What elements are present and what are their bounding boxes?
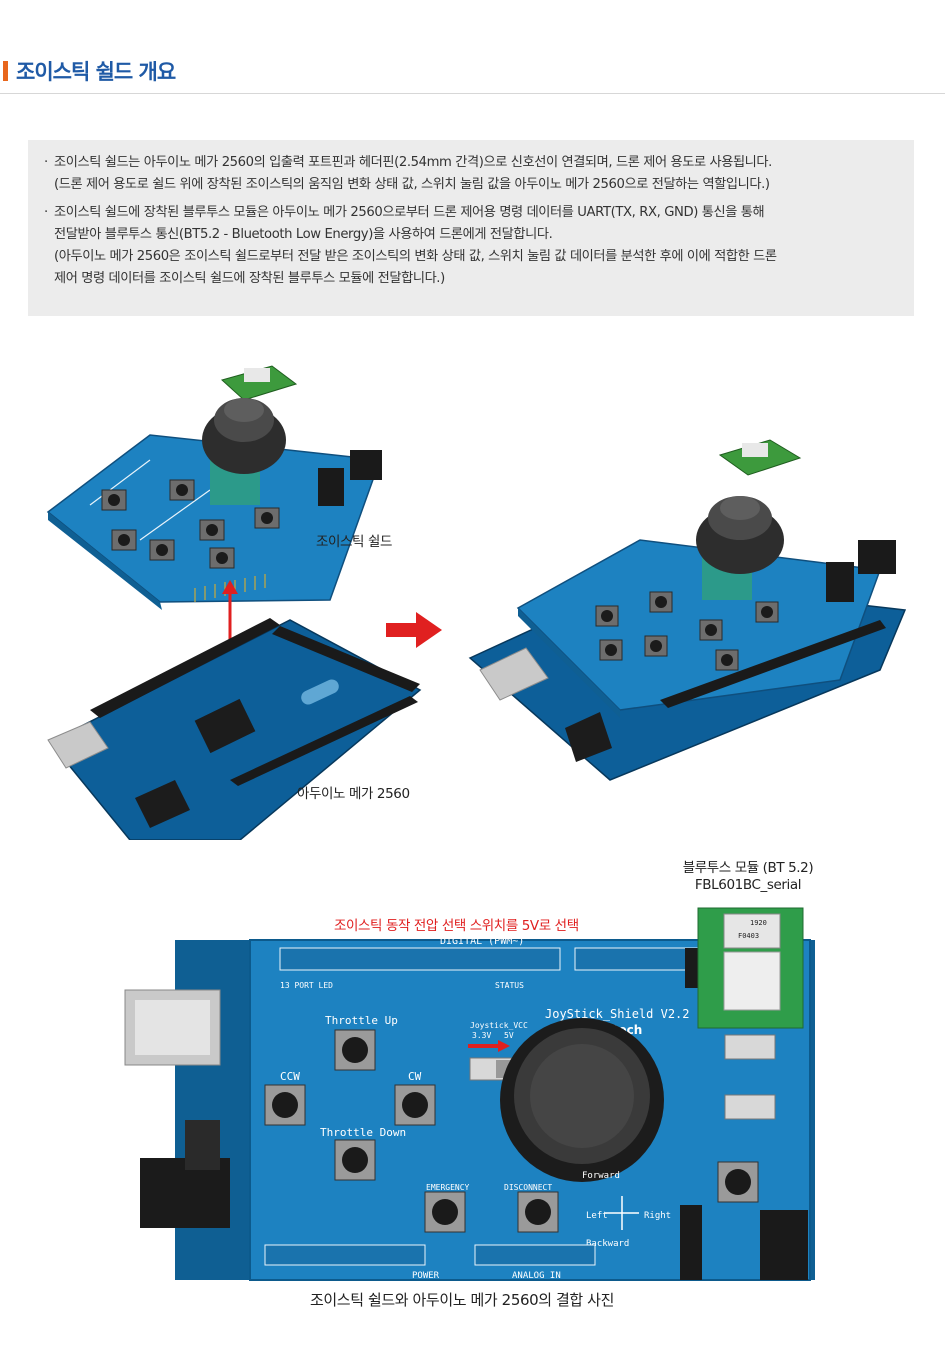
joystick-vcc-silk: Joystick_VCC — [470, 1021, 528, 1030]
power-silk: POWER — [412, 1271, 440, 1281]
throttle-up-silk: Throttle Up — [325, 1014, 398, 1027]
joystick-shield-image — [46, 365, 382, 610]
header-accent-bar — [3, 61, 8, 81]
combined-caption: 조이스틱 쉴드와 아두이노 메가 2560의 결합 사진 — [310, 1291, 614, 1309]
v33-silk: 3.3V — [472, 1031, 491, 1040]
button-mode — [717, 1161, 759, 1203]
dpad-cross-icon — [605, 1196, 639, 1230]
v5-silk: 5V — [504, 1031, 514, 1040]
arduino-mega-image — [47, 618, 422, 840]
overview-line: 제어 명령 데이터를 조이스틱 쉴드에 장착된 블루투스 모듈에 전달합니다.) — [54, 271, 445, 286]
overview-line: 전달받아 블루투스 통신(BT5.2 - Bluetooth Low Energ… — [54, 227, 553, 242]
section-title: 조이스틱 쉴드 개요 — [16, 60, 176, 84]
button-emergency — [424, 1191, 466, 1233]
forward-silk: Forward — [582, 1171, 620, 1181]
left-silk: Left — [586, 1211, 608, 1221]
emergency-silk: EMERGENCY — [426, 1183, 470, 1192]
button-disconnect — [517, 1191, 559, 1233]
button-throttle-down — [334, 1139, 376, 1181]
module-code-2: F0403 — [738, 932, 759, 940]
overview-line: (드론 제어 용도로 쉴드 위에 장착된 조이스틱의 움직임 변화 상태 값, … — [54, 177, 770, 192]
bt-module-label: 블루투스 모듈 (BT 5.2) FBL601BC_serial — [668, 860, 828, 894]
overview-line: 조이스틱 쉴드는 아두이노 메가 2560의 입출력 포트핀과 헤더핀(2.54… — [54, 155, 772, 170]
cw-silk: CW — [408, 1070, 422, 1083]
ccw-silk: CCW — [280, 1070, 300, 1083]
aux-header — [680, 1205, 702, 1280]
backward-silk: Backward — [586, 1239, 629, 1249]
analog-in-silk: ANALOG IN — [512, 1271, 561, 1281]
switch-direction-arrow — [468, 1040, 510, 1052]
overview-line: 조이스틱 쉴드에 장착된 블루투스 모듈은 아두이노 메가 2560으로부터 드… — [54, 205, 765, 220]
combined-assembly-image — [468, 439, 907, 781]
bluetooth-module: 1920 F0403 — [697, 907, 804, 1029]
overview-item: · 조이스틱 쉴드는 아두이노 메가 2560의 입출력 포트핀과 헤더핀(2.… — [44, 152, 894, 196]
button-ccw — [264, 1084, 306, 1126]
assembly-figure — [46, 365, 907, 840]
result-arrow — [386, 612, 442, 648]
overview-line: (아두이노 메가 2560은 조이스틱 쉴드로부터 전달 받은 조이스틱의 변화… — [54, 249, 777, 264]
module-code-1: 1920 — [750, 919, 767, 927]
switch-note: 조이스틱 동작 전압 선택 스위치를 5V로 선택 — [334, 918, 579, 934]
overview-item: · 조이스틱 쉴드에 장착된 블루투스 모듈은 아두이노 메가 2560으로부터… — [44, 202, 894, 290]
button-cw — [394, 1084, 436, 1126]
hw-switch-1 — [724, 1034, 776, 1060]
hw-switch-2 — [724, 1094, 776, 1120]
dual-row-header — [760, 1210, 808, 1280]
shield-topview-figure: DIGITAL (PWM~) 13 PORT LED STATUS JoySti… — [124, 907, 815, 1281]
bt-module-name: 블루투스 모듈 (BT 5.2) — [682, 860, 814, 876]
joystick-knob — [500, 1018, 664, 1182]
disconnect-silk: DISCONNECT — [504, 1183, 552, 1192]
digital-silk: DIGITAL (PWM~) — [440, 936, 524, 947]
throttle-down-silk: Throttle Down — [320, 1126, 406, 1139]
digital-header — [279, 947, 716, 971]
section-header: 조이스틱 쉴드 개요 — [0, 50, 945, 94]
right-silk: Right — [644, 1211, 671, 1221]
overview-box: · 조이스틱 쉴드는 아두이노 메가 2560의 입출력 포트핀과 헤더핀(2.… — [28, 140, 914, 316]
button-throttle-up — [334, 1029, 376, 1071]
port-led-silk: 13 PORT LED — [280, 981, 333, 990]
mega-label: 아두이노 메가 2560 — [297, 786, 410, 802]
status-silk: STATUS — [495, 981, 524, 990]
bullet-dot: · — [44, 155, 48, 170]
bt-module-model: FBL601BC_serial — [694, 877, 802, 893]
board-title-silk: JoyStick_Shield V2.2 — [545, 1007, 690, 1021]
shield-label: 조이스틱 쉴드 — [316, 534, 393, 550]
bullet-dot: · — [44, 205, 48, 220]
